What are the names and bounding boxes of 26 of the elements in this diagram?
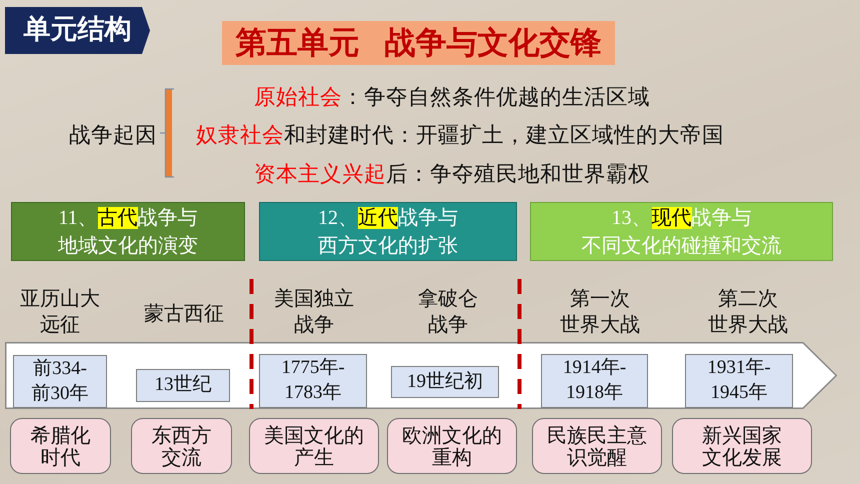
date-box: 1931年-1945年 — [685, 354, 793, 408]
cause-text: 奴隶社会和封建时代：开疆扩土，建立区域性的大帝国 — [196, 123, 724, 149]
culture-box: 美国文化的产生 — [249, 418, 379, 474]
culture-box: 新兴国家文化发展 — [672, 418, 812, 474]
event-label: 亚历山大远征 — [19, 285, 101, 337]
topic-label: 战争起因 — [69, 123, 157, 149]
event-label: 蒙古西征 — [143, 300, 225, 326]
date-box: 1914年-1918年 — [541, 354, 648, 408]
date-box: 19世纪初 — [391, 366, 499, 398]
lesson-box: 13、现代战争与不同文化的碰撞和交流 — [530, 202, 833, 261]
date-box: 13世纪 — [136, 369, 230, 402]
lesson-box: 12、近代战争与西方文化的扩张 — [259, 202, 517, 261]
culture-box: 欧洲文化的重构 — [387, 418, 517, 474]
date-box: 前334-前30年 — [13, 355, 107, 408]
event-label: 第二次世界大战 — [707, 285, 789, 337]
section-tag: 单元结构 — [5, 7, 150, 54]
event-label: 拿破仑战争 — [417, 285, 479, 337]
culture-box: 民族民主意识觉醒 — [532, 418, 662, 474]
cause-text: 资本主义兴起后：争夺殖民地和世界霸权 — [254, 162, 650, 188]
cause-text: 原始社会：争夺自然条件优越的生活区域 — [254, 85, 650, 111]
culture-box: 东西方交流 — [131, 418, 232, 474]
event-label: 第一次世界大战 — [559, 285, 641, 337]
title: 第五单元 战争与文化交锋 — [222, 21, 615, 65]
event-label: 美国独立战争 — [273, 285, 355, 337]
culture-box: 希腊化时代 — [10, 418, 111, 474]
date-box: 1775年-1783年 — [259, 354, 367, 408]
